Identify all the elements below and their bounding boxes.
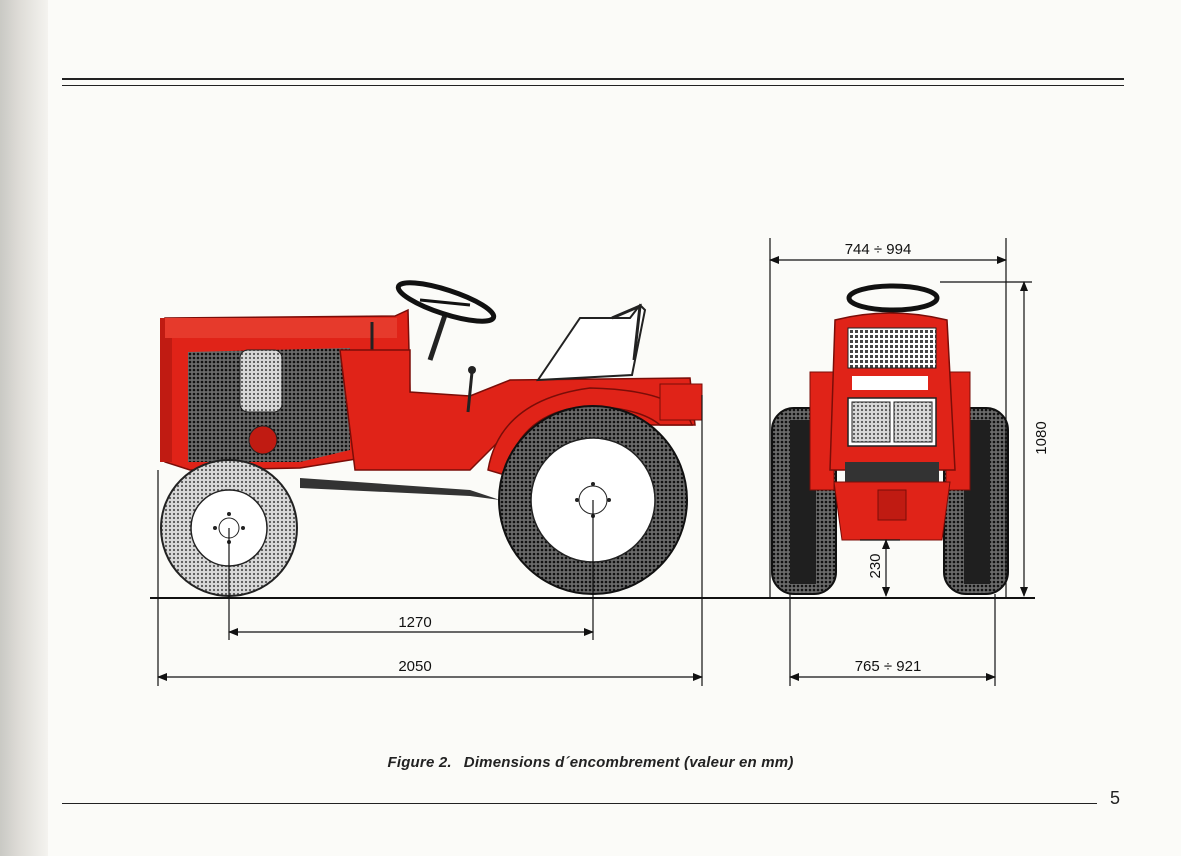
steering-wheel [395,280,497,324]
front-steering-wheel [846,283,940,313]
front-axle-pivot [877,489,907,521]
gear-lever [466,371,474,413]
front-grille [847,327,937,369]
dim-label-length: 2050 [398,658,431,675]
seat [536,303,647,382]
right-headlight [893,401,933,443]
mid-body [339,349,696,471]
left-fender [809,371,835,491]
dim-label-wheelbase: 1270 [398,614,431,631]
dim-label-height: 1080 [1033,421,1050,454]
seat-back [611,303,642,361]
dim-label-track: 765 ÷ 921 [855,658,922,675]
rear-deck [659,383,703,421]
dimension-lines [157,238,1032,686]
oil-filter [248,425,278,455]
dim-label-clearance: 230 [867,553,884,578]
dim-label-width: 744 ÷ 994 [845,241,912,258]
figure-caption: Figure 2. Dimensions d´encombrement (vale… [0,754,1181,771]
header-rule-thin [62,85,1124,86]
steering-column [427,314,448,361]
page-number: 5 [1110,788,1121,808]
header-rule [62,78,1124,80]
front-bumper [845,462,939,482]
footer-rule [62,803,1097,804]
grille-edge [160,318,172,462]
hood-top [165,318,397,338]
front-stripe [852,376,928,390]
figure-number: Figure 2. [387,754,452,771]
page-edge-shadow [0,0,48,856]
gear-knob [468,366,476,374]
rear-fender [487,387,694,476]
left-headlight [851,401,891,443]
chassis-rail [300,478,500,500]
steering-spoke [419,298,471,307]
tractor-front-view [771,283,1009,595]
figure-title: Dimensions d´encombrement (valeur en mm) [463,754,794,771]
air-filter [239,349,283,413]
